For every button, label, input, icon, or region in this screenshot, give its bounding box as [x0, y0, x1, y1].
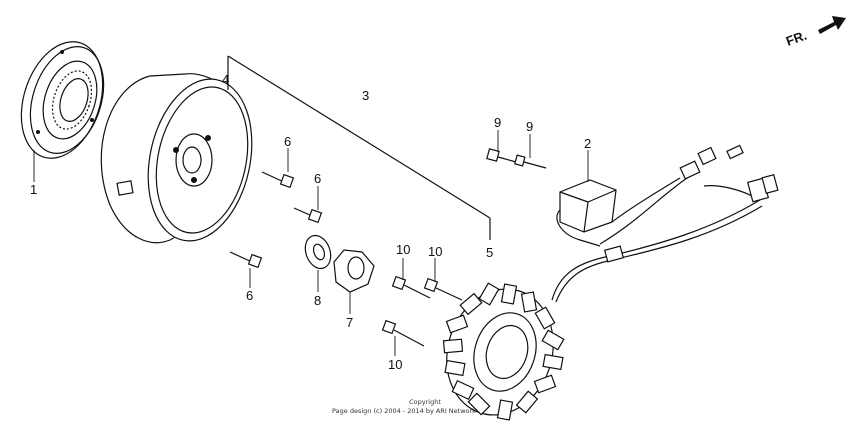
copyright-line-2: Page design (c) 2004 - 2014 by ARI Netwo…	[332, 407, 476, 415]
callout-part-2: 2	[584, 136, 591, 151]
callout-part-10-c: 10	[388, 357, 402, 372]
callout-numbers: 1 2 3 4 5 6 6 6 7 8 9 9 10 10 10	[30, 72, 591, 372]
bolt-part-10-b	[423, 277, 463, 301]
callout-part-6-b: 6	[314, 171, 321, 186]
copyright-line-1: Copyright	[409, 398, 441, 406]
stator-part-5	[442, 282, 565, 421]
callout-part-3: 3	[362, 88, 369, 103]
bolt-part-10-a	[391, 275, 431, 299]
callout-part-5: 5	[486, 245, 493, 260]
callout-part-7: 7	[346, 315, 353, 330]
callout-part-4: 4	[222, 72, 229, 87]
front-direction-indicator: FR.	[784, 16, 846, 49]
bolt-part-6-c	[229, 251, 263, 269]
washer-part-8	[304, 234, 332, 270]
copyright-notice: Copyright Page design (c) 2004 - 2014 by…	[332, 398, 476, 415]
callout-part-10-a: 10	[396, 242, 410, 257]
callout-part-1: 1	[30, 182, 37, 197]
callout-part-6-a: 6	[284, 134, 291, 149]
callout-leaders	[33, 130, 589, 356]
starter-clutch-part-1	[20, 41, 105, 159]
pulse-generator-part-2	[556, 179, 617, 247]
callout-part-9-a: 9	[494, 115, 501, 130]
flywheel-rotor-part-4	[100, 73, 253, 244]
bolt-part-9-a	[486, 148, 517, 163]
nut-part-7	[333, 249, 375, 293]
callout-part-6-c: 6	[246, 288, 253, 303]
bolt-part-6-b	[293, 207, 323, 224]
callout-part-10-b: 10	[428, 244, 442, 259]
callout-part-9-b: 9	[526, 119, 533, 134]
callout-part-8: 8	[314, 293, 321, 308]
direction-label: FR.	[784, 28, 809, 49]
bolt-part-9-b	[514, 154, 547, 169]
assembly-leader-lines	[227, 55, 491, 240]
direction-arrow-icon	[818, 16, 846, 34]
bolt-part-6-a	[261, 171, 295, 189]
wiring-harness	[551, 144, 779, 303]
bolt-part-10-c	[381, 319, 425, 347]
